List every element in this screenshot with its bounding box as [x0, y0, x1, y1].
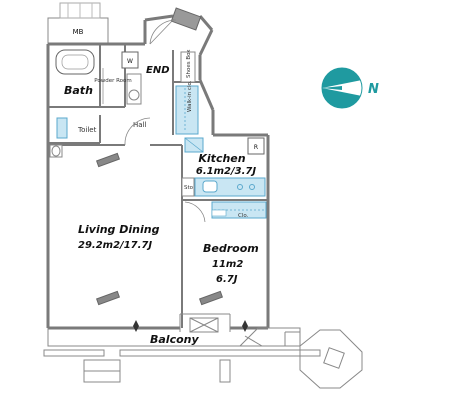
shoes-box: Shoes Box: [180, 49, 196, 83]
outer-walls: [46, 14, 270, 330]
kitchen-area-label: 6.1m2/3.7J: [196, 166, 256, 177]
bath-label: Bath: [64, 84, 93, 97]
bedroom-area-m2-label: 11m2: [212, 259, 243, 270]
walk-in-clo-label: Walk-in clo.: [187, 80, 193, 112]
living-dining-label: Living Dining: [78, 223, 160, 236]
living-dining-area-label: 29.2m2/17.7J: [78, 240, 152, 251]
hall-label: Hall: [133, 121, 146, 129]
bedroom-door-arc: [184, 201, 206, 223]
hall-door-arc: [124, 117, 151, 146]
entry-door: [149, 7, 202, 45]
clo-label: Clo.: [238, 213, 249, 219]
mb-block: MB: [47, 2, 109, 45]
powder-room-fixtures: W: [102, 51, 142, 105]
compass-north-label: N: [368, 82, 379, 97]
balcony-area: [43, 313, 363, 389]
kitchen-label: Kitchen: [198, 152, 245, 165]
powder-room-label: Powder Room: [94, 78, 132, 84]
toilet-label: Toilet: [77, 126, 97, 134]
north-compass-icon: [321, 67, 363, 109]
shoes-box-label: Shoes Box: [186, 49, 192, 78]
sto-label: Sto: [184, 185, 194, 191]
bedroom-area-j-label: 6.7J: [216, 274, 238, 285]
living-dining-marks: [95, 152, 121, 306]
bedroom-label: Bedroom: [203, 242, 259, 255]
bedroom-marks: [198, 290, 224, 306]
mb-label: MB: [73, 28, 84, 36]
w-label: W: [127, 58, 133, 65]
r-label: R: [254, 144, 258, 151]
toilet-fixture: [49, 117, 68, 158]
bedroom-closet: [211, 201, 267, 219]
end-label: END: [146, 65, 170, 76]
balcony-ticks: [133, 320, 248, 332]
kitchen-fixtures: R: [181, 137, 266, 197]
walk-in-closet: Walk-in clo.: [175, 80, 199, 135]
bathtub: [55, 49, 95, 75]
balcony-label: Balcony: [150, 333, 199, 346]
